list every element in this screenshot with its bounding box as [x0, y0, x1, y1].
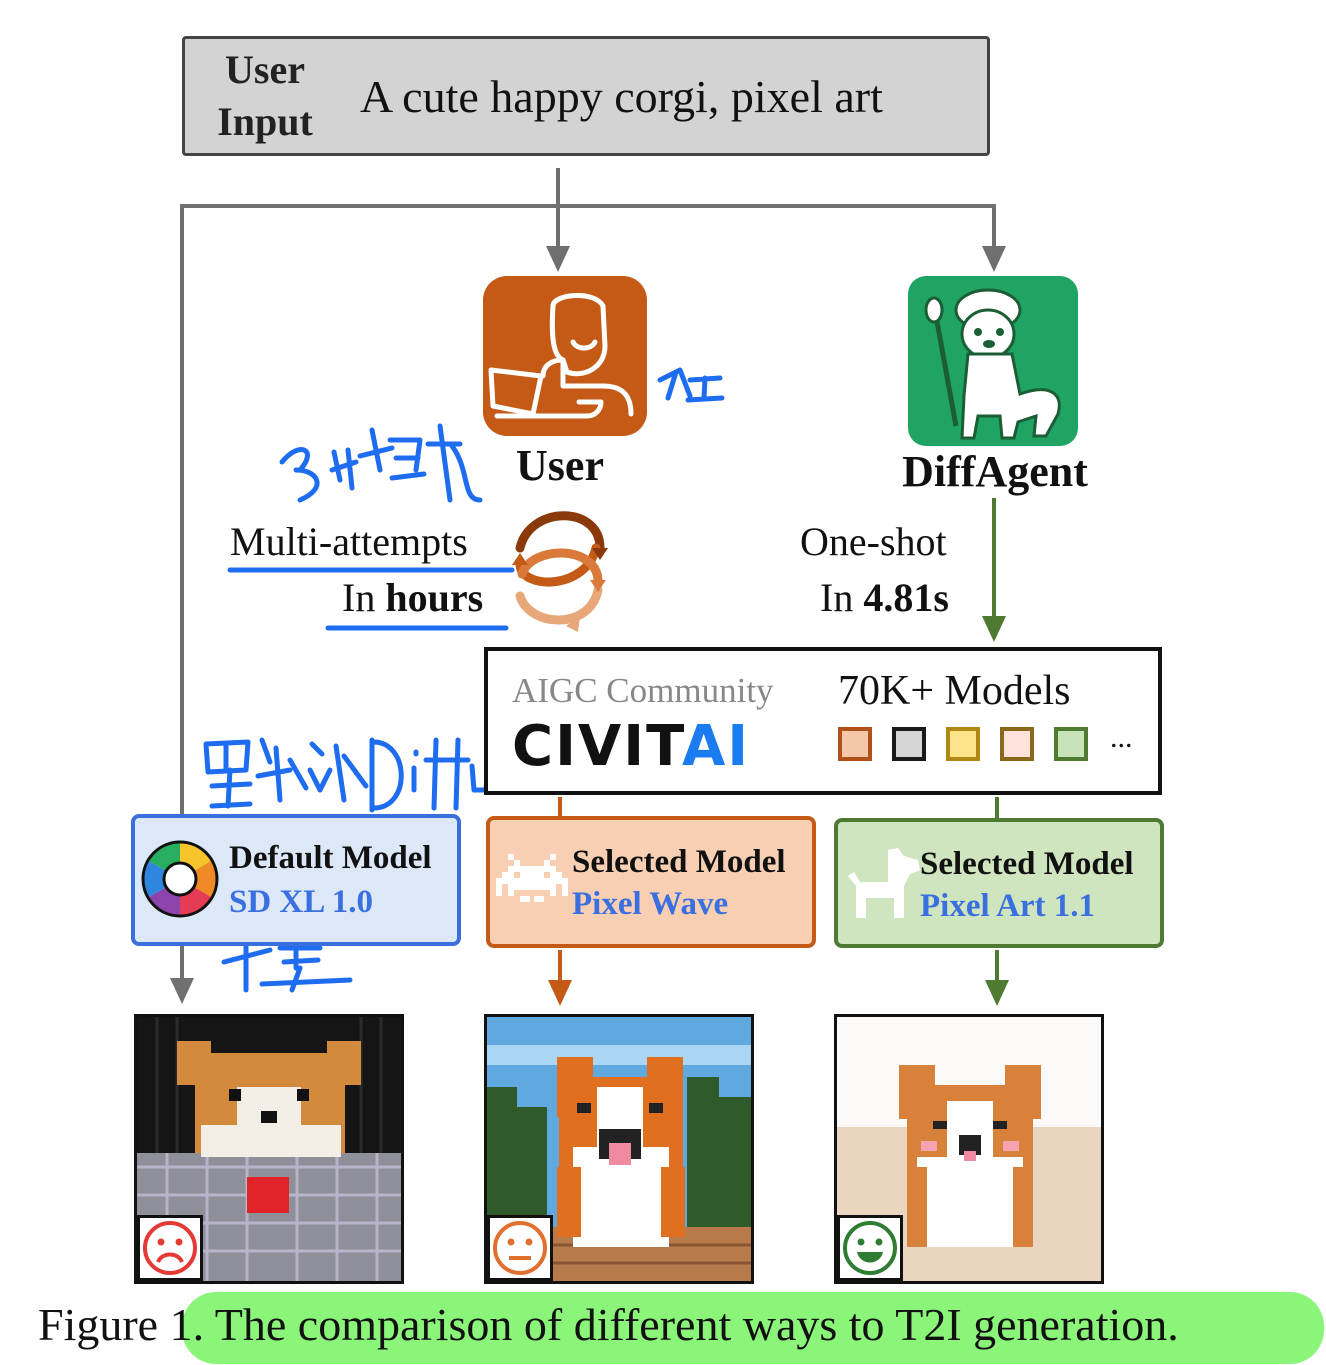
orange-connectors — [548, 797, 572, 1006]
diffagent-path-attempts: One-shot — [800, 519, 947, 564]
model-swatch-row — [838, 727, 1138, 767]
dog-icon — [848, 848, 920, 918]
arrowhead-to-diffagent — [982, 246, 1006, 272]
user-path-time: In hours — [342, 574, 483, 621]
aigc-community-box: AIGC Community CIVITAI 70K+ Models ... — [484, 647, 1162, 795]
result-image-default — [134, 1014, 404, 1284]
user-node-label: User — [516, 441, 604, 490]
user-input-box — [182, 36, 990, 156]
models-count: 70K+ Models — [838, 668, 1071, 714]
model-swatch — [946, 727, 980, 761]
model-card-pixel-art: Selected Model Pixel Art 1.1 — [834, 818, 1164, 948]
alpaca-painter-icon — [908, 276, 1078, 446]
civitai-logo-part-b: AI — [681, 714, 751, 779]
color-wheel-icon — [141, 840, 219, 918]
gray-connectors — [180, 168, 996, 1000]
user-path-time-prefix: In — [342, 575, 386, 620]
multi-attempt-cycle-icon — [512, 511, 608, 632]
happy-face-icon — [843, 1221, 897, 1275]
pixel-wave-model-name: Pixel Wave — [572, 886, 729, 922]
model-card-pixel-wave: Selected Model Pixel Wave — [486, 816, 816, 948]
pixel-art-model-name: Pixel Art 1.1 — [920, 888, 1096, 924]
default-model-name: SD XL 1.0 — [229, 884, 373, 920]
civitai-logo-part-a: CIVIT — [512, 714, 682, 779]
space-invader-icon — [496, 854, 568, 902]
model-card-default: Default Model SD XL 1.0 — [131, 814, 461, 946]
model-swatch — [838, 727, 872, 761]
model-swatch — [892, 727, 926, 761]
person-laptop-icon — [483, 276, 647, 436]
caption-underlined: different ways to T2I generation — [573, 1299, 1168, 1350]
result-image-pixel-art — [834, 1014, 1104, 1284]
diffagent-path-time-value: 4.81s — [863, 575, 949, 620]
community-title: AIGC Community — [512, 671, 774, 710]
diffagent-path-time: In 4.81s — [820, 574, 949, 621]
caption-highlight — [182, 1292, 1324, 1364]
gray-arrowheads — [170, 246, 1006, 1004]
caption-suffix: . — [1167, 1299, 1179, 1350]
user-input-label-line1: User — [225, 47, 305, 92]
model-swatch — [1000, 727, 1034, 761]
diffagent-node-label: DiffAgent — [902, 447, 1088, 496]
neutral-face-icon — [493, 1221, 547, 1275]
pixel-wave-model-title: Selected Model — [572, 844, 786, 880]
user-node-icon-tile — [483, 276, 647, 436]
civitai-logo: CIVITAI — [512, 715, 750, 779]
user-path-attempts: Multi-attempts — [230, 519, 468, 564]
arrowhead-to-user — [546, 246, 570, 272]
user-input-label: User Input — [200, 44, 330, 148]
happy-face-badge — [837, 1215, 903, 1281]
user-prompt-text: A cute happy corgi, pixel art — [360, 71, 883, 122]
green-connectors — [982, 498, 1009, 1006]
figure-caption: Figure 1. The comparison of different wa… — [38, 1298, 1179, 1351]
default-model-title: Default Model — [229, 840, 432, 876]
pixel-art-model-title: Selected Model — [920, 846, 1134, 882]
diffagent-node-icon-tile — [908, 276, 1078, 446]
result-image-pixel-wave — [484, 1014, 754, 1284]
sad-face-badge — [137, 1215, 203, 1281]
user-input-label-line2: Input — [217, 99, 313, 144]
sad-face-icon — [143, 1221, 197, 1275]
model-swatch — [1054, 727, 1088, 761]
user-path-time-value: hours — [385, 575, 484, 620]
swatch-ellipsis: ... — [1110, 721, 1133, 754]
neutral-face-badge — [487, 1215, 553, 1281]
caption-prefix: Figure 1. The comparison of — [38, 1299, 574, 1350]
diffagent-path-time-prefix: In — [820, 575, 864, 620]
arrowhead-to-default-result — [170, 978, 194, 1004]
